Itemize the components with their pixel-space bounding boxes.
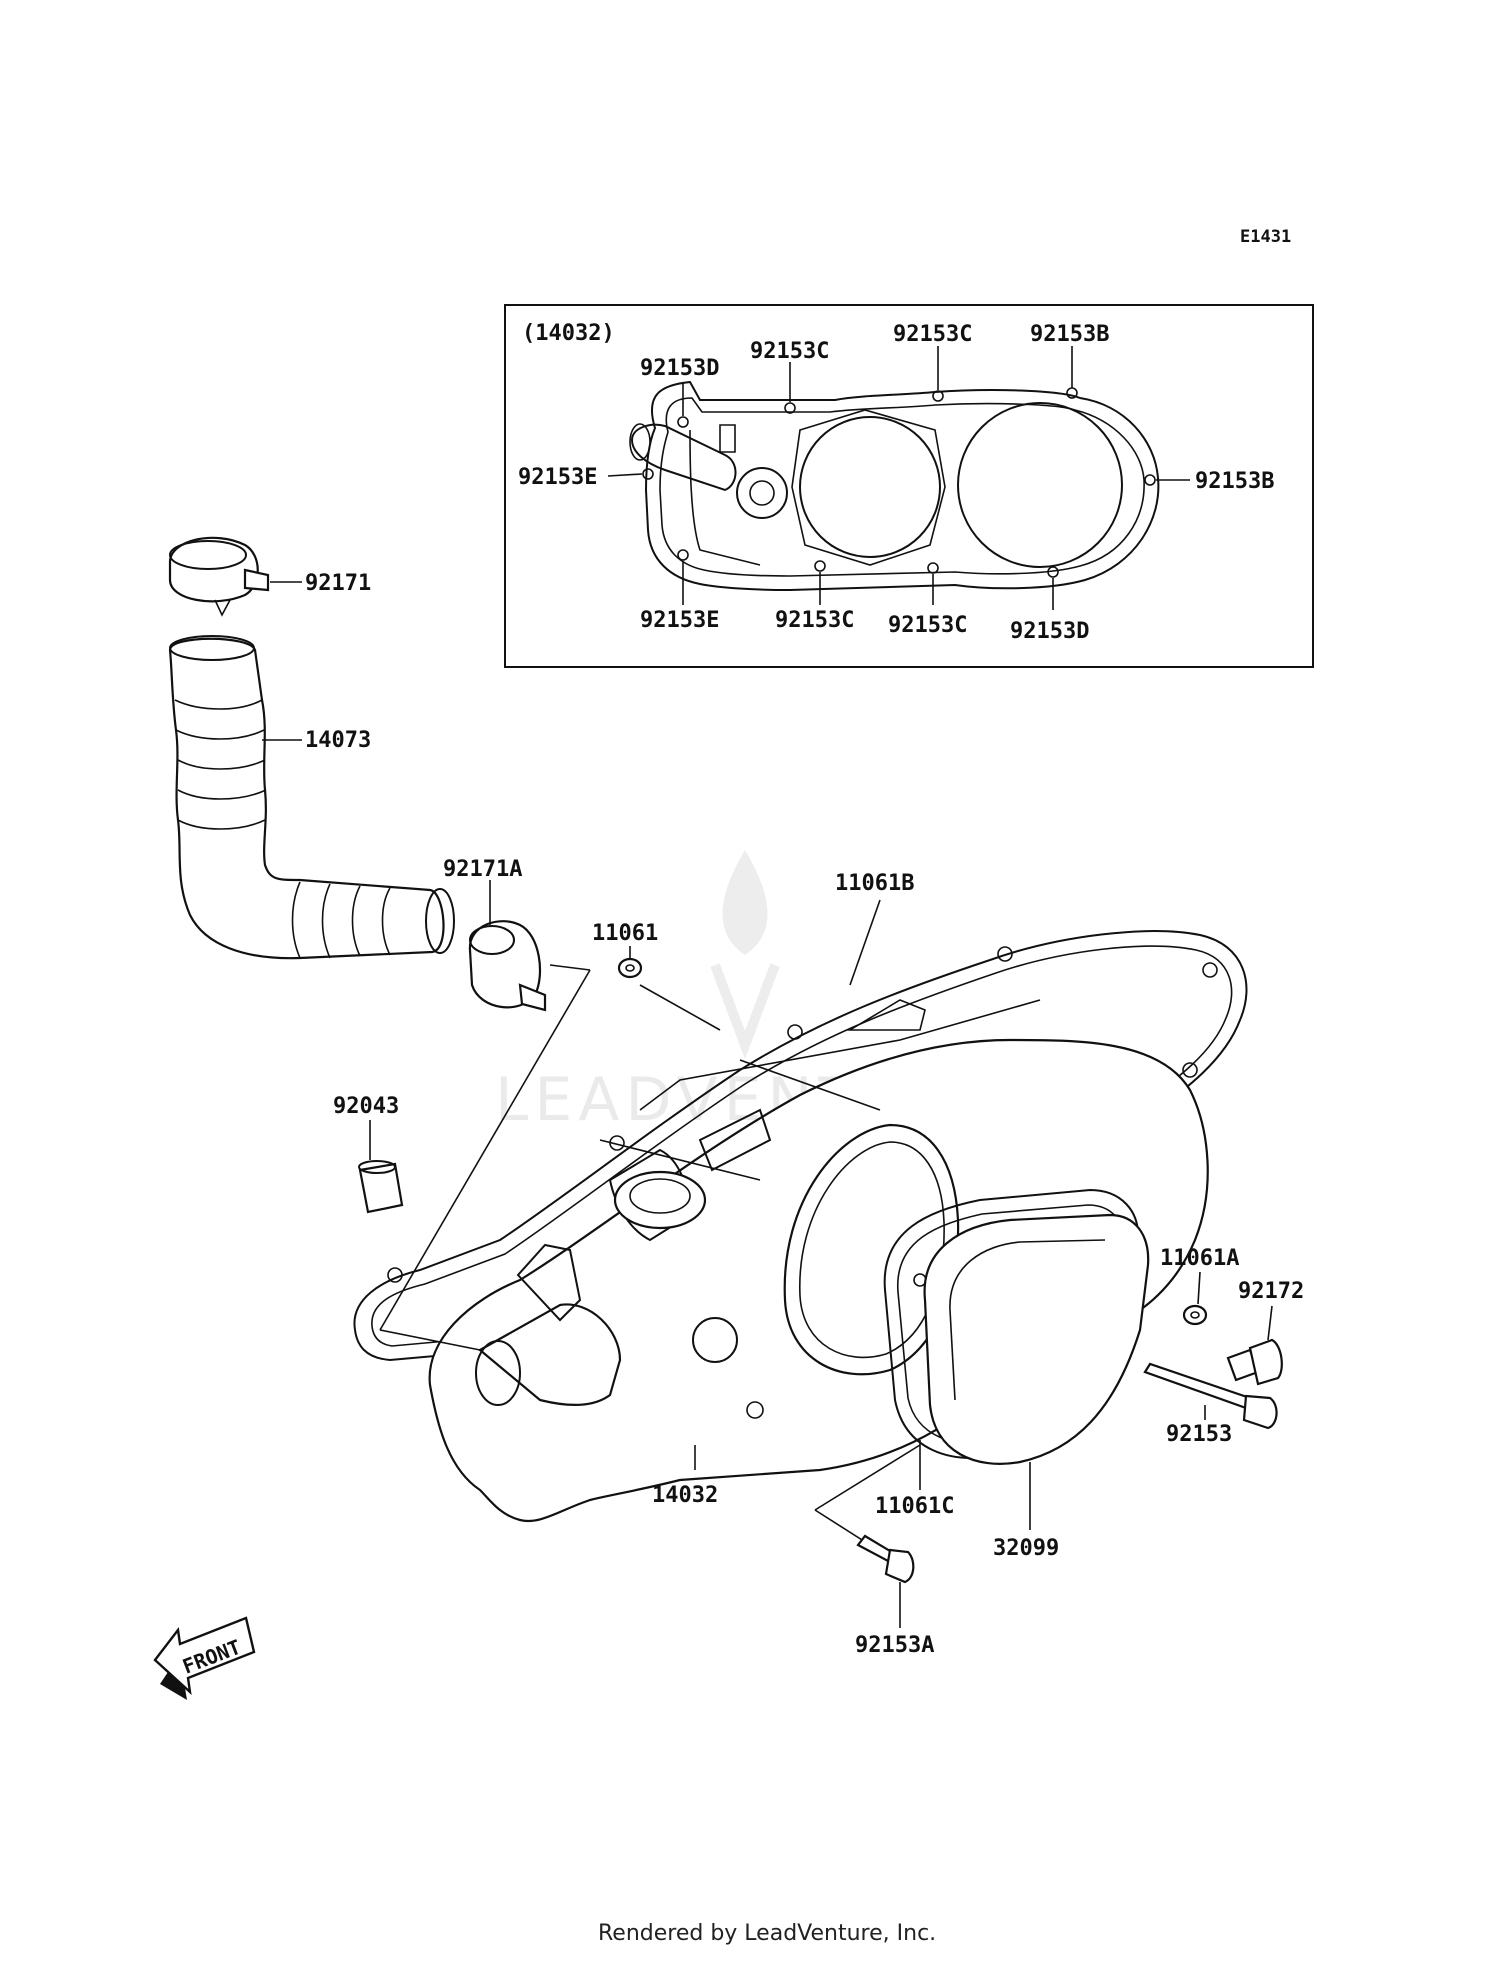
inset-label-92153c-1: 92153C	[750, 339, 829, 364]
washer-11061a	[1182, 1271, 1208, 1326]
label-92171a: 92171A	[443, 857, 522, 882]
clutch-cover-14032	[428, 999, 1209, 1523]
inset-label-92153c-4: 92153C	[888, 613, 967, 638]
diagram-id: E1431	[1240, 227, 1291, 247]
outer-cover-32099	[923, 1213, 1150, 1530]
inset-label-92153e-left: 92153E	[518, 465, 597, 490]
inset-label-92153c-3: 92153C	[775, 608, 854, 633]
label-11061b: 11061B	[835, 871, 914, 896]
inset-label-92153b-right: 92153B	[1195, 469, 1274, 494]
label-32099: 32099	[993, 1536, 1059, 1561]
bolt-92153a	[814, 1444, 921, 1628]
air-duct-hose-14073	[168, 635, 455, 960]
label-92171: 92171	[305, 571, 371, 596]
hose-clamp-92171	[168, 536, 302, 617]
inset-label-92153c-2: 92153C	[893, 322, 972, 347]
washer-11061	[617, 946, 643, 979]
label-92153: 92153	[1166, 1422, 1232, 1447]
inset-title: (14032)	[522, 321, 615, 346]
label-92043: 92043	[333, 1094, 399, 1119]
inset-label-92153d-bottom: 92153D	[1010, 619, 1089, 644]
label-11061a: 11061A	[1160, 1246, 1239, 1271]
label-92153a: 92153A	[855, 1633, 934, 1658]
hose-clamp-92171a	[468, 880, 547, 1012]
bolt-92172	[1226, 1305, 1283, 1386]
connection-lines	[379, 964, 721, 1351]
inset-label-92153b-top: 92153B	[1030, 322, 1109, 347]
label-14032: 14032	[652, 1483, 718, 1508]
label-92172: 92172	[1238, 1279, 1304, 1304]
inset-label-92153d-top: 92153D	[640, 356, 719, 381]
label-14073: 14073	[305, 728, 371, 753]
inset-panel: (14032)	[504, 304, 1314, 668]
inset-label-92153e-bottom: 92153E	[640, 608, 719, 633]
bolt-holes	[642, 387, 1156, 578]
front-direction-arrow-icon: FRONT	[153, 1616, 256, 1700]
label-11061: 11061	[592, 921, 658, 946]
bolt-92153	[1143, 1362, 1278, 1430]
footer-credit: Rendered by LeadVenture, Inc.	[598, 1921, 936, 1946]
dowel-pin-92043	[358, 1120, 404, 1214]
label-11061c: 11061C	[875, 1494, 954, 1519]
